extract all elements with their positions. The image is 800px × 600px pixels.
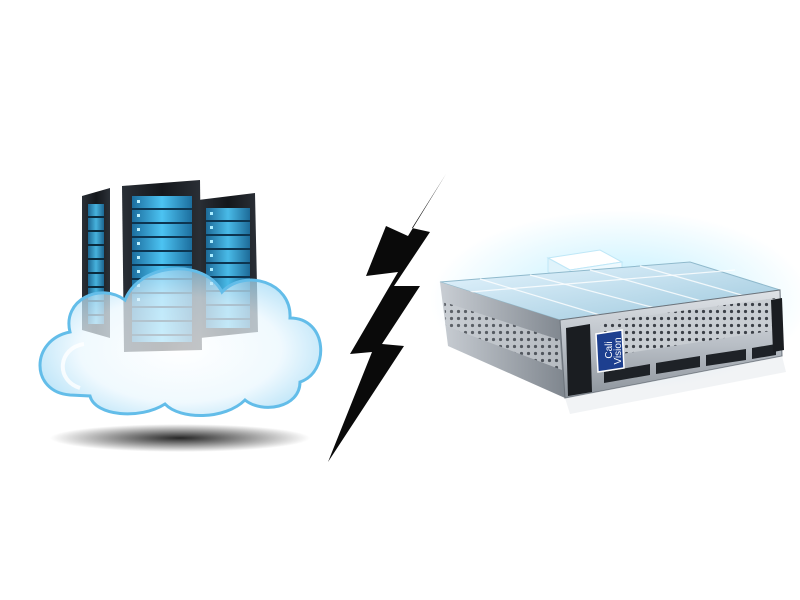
cloud-shape — [38, 267, 323, 417]
lightning-bolt-icon — [328, 174, 446, 462]
cloud-shadow — [50, 424, 310, 452]
brand-text-line1: Cali — [604, 341, 615, 358]
drive-bays — [604, 344, 776, 383]
cloud-server-illustration — [38, 180, 323, 452]
rack-server-appliance: Cali Vision — [430, 210, 800, 414]
brand-badge: Cali Vision — [595, 329, 625, 373]
brand-text-line2: Vision — [613, 337, 624, 364]
